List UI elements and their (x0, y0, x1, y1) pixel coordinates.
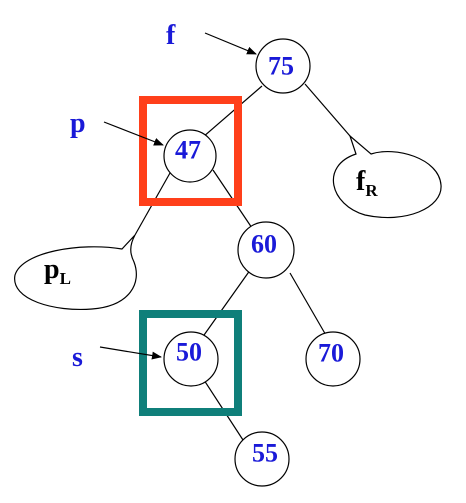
subtree-pL: pL (14, 234, 137, 311)
node-70-label: 70 (318, 339, 344, 368)
edge-75-fR (304, 83, 351, 137)
node-75-circle (255, 38, 311, 94)
subtree-fR-label: fR (356, 166, 378, 200)
pointer-f-arrow (204, 32, 257, 55)
pointer-f: f (166, 20, 257, 55)
highlight-box-p (139, 96, 242, 206)
pointer-s: s (72, 342, 162, 373)
pointer-s-arrow (99, 346, 162, 360)
subtree-pL-bubble (14, 234, 137, 311)
node-50: 50 (163, 331, 219, 387)
node-55-label: 55 (252, 439, 278, 468)
node-50-circle (163, 331, 219, 387)
node-47-label: 47 (175, 136, 201, 165)
node-70-circle (305, 331, 361, 387)
node-60-circle (237, 221, 295, 279)
node-60: 60 (237, 221, 295, 279)
subtree-fR-bubble (332, 134, 442, 219)
node-55-circle (234, 431, 290, 487)
pointer-f-label: f (166, 20, 176, 51)
edge-60-70 (289, 272, 328, 338)
node-75-label: 75 (268, 52, 294, 81)
pointer-p-label: p (70, 108, 86, 139)
pointer-p: p (70, 108, 164, 146)
node-75: 75 (255, 38, 311, 94)
pointer-s-label: s (72, 342, 83, 373)
node-50-label: 50 (176, 338, 202, 367)
subtree-fR: fR (332, 134, 442, 219)
pointer-p-arrow (103, 121, 164, 146)
node-47-circle (163, 129, 217, 183)
node-60-label: 60 (251, 230, 277, 259)
node-70: 70 (305, 331, 361, 387)
highlight-box-s (139, 310, 242, 416)
node-55: 55 (234, 431, 290, 487)
node-47: 47 (163, 129, 217, 183)
subtree-pL-label: pL (44, 254, 71, 288)
